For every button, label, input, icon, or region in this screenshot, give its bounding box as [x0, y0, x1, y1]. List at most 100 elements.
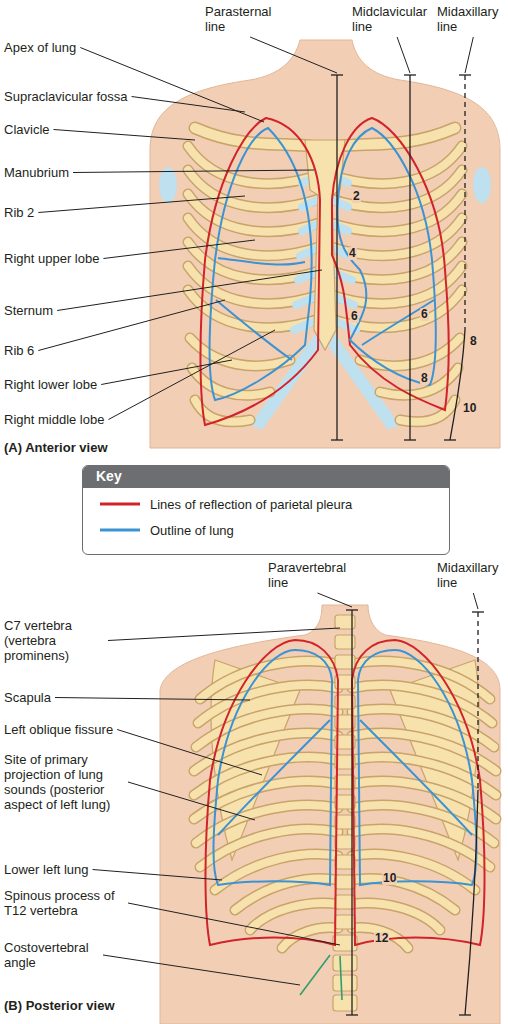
leader-line	[108, 330, 275, 420]
part-label: Supraclavicular fossa	[4, 89, 128, 104]
leader-line	[103, 955, 300, 985]
line-label: Midaxillary line	[437, 4, 503, 34]
torso-skin	[160, 605, 500, 1024]
pleura-outline	[200, 118, 448, 425]
leader-line	[128, 903, 340, 945]
lung-outline	[337, 128, 435, 385]
ribs	[194, 661, 496, 948]
reference-lines	[459, 1014, 471, 1015]
reference-lines	[477, 612, 478, 790]
rib-number: 10	[462, 402, 477, 415]
shoulder-joint	[159, 167, 177, 203]
part-label: Clavicle	[4, 122, 50, 137]
legend-text: Lines of reflection of parietal pleura	[150, 497, 352, 512]
part-label: Scapula	[4, 690, 51, 705]
pleura-outline	[200, 118, 320, 425]
leader-line	[57, 270, 322, 311]
leader-line	[38, 196, 245, 213]
rib-number: 8	[420, 372, 429, 385]
rib-number: 12	[374, 932, 389, 945]
vertebrae	[333, 995, 357, 1011]
legend-header-band	[83, 466, 449, 488]
reference-lines	[459, 74, 471, 75]
reference-lines	[331, 74, 343, 75]
line-label: Midaxillary line	[437, 560, 503, 590]
costovertebral-angle-mark	[300, 955, 330, 995]
part-label: C7 vertebra (vertebra prominens)	[4, 618, 104, 663]
reference-lines	[346, 610, 484, 1015]
part-label: Sternum	[4, 303, 53, 318]
legend-line-sample	[100, 529, 140, 532]
lung-and-pleura-outline	[205, 640, 484, 945]
leader-line	[73, 170, 314, 173]
lung-outline	[362, 300, 434, 345]
view-title: (A) Anterior view	[4, 440, 108, 455]
leader-line	[103, 240, 255, 259]
leader-line	[54, 130, 195, 141]
costovertebral-angle-mark	[340, 956, 342, 1000]
lung-and-pleura-outline	[352, 640, 485, 945]
reference-lines	[404, 74, 416, 75]
leader-line	[117, 730, 262, 776]
reference-lines	[450, 330, 465, 440]
line-label: Paravertebral line	[268, 560, 358, 590]
ribs	[188, 128, 462, 422]
reference-lines	[404, 439, 416, 440]
shoulder-joint	[473, 167, 491, 203]
leader-line	[128, 782, 255, 820]
reference-lines	[346, 609, 358, 610]
lung-outline	[210, 128, 312, 400]
reference-lines	[472, 611, 484, 612]
legend-heading: Key	[96, 468, 122, 484]
leader-line	[108, 628, 340, 641]
legend-line-sample	[100, 503, 140, 506]
part-label: Costovertebral angle	[4, 940, 99, 970]
lung-and-pleura-outline	[205, 640, 338, 945]
leader-line	[132, 97, 245, 113]
reference-lines	[346, 1014, 358, 1015]
leader-line	[93, 870, 222, 881]
part-label: Right upper lobe	[4, 251, 99, 266]
part-label: Site of primary projection of lung sound…	[4, 752, 124, 812]
part-label: Rib 6	[4, 343, 34, 358]
part-label: Rib 2	[4, 205, 34, 220]
leader-line	[250, 37, 337, 73]
lung-outline	[216, 300, 292, 360]
rib-number: 6	[350, 310, 359, 323]
reference-lines	[465, 790, 478, 1015]
legend-text: Outline of lung	[150, 523, 234, 538]
rib-number: 4	[348, 247, 357, 260]
part-label: Spinous process of T12 vertebra	[4, 888, 124, 918]
leader-line	[318, 593, 353, 607]
leader-line	[55, 698, 250, 701]
leader-line	[38, 300, 225, 351]
leader-line	[80, 48, 264, 123]
reference-lines	[351, 610, 352, 1015]
part-label: Right lower lobe	[4, 377, 97, 392]
part-label: Manubrium	[4, 165, 69, 180]
reference-lines	[409, 75, 410, 440]
leader-line	[465, 37, 473, 73]
ribs	[328, 146, 462, 422]
part-label: Lower left lung	[4, 862, 89, 877]
vertebrae	[333, 935, 357, 951]
reference-lines	[464, 75, 465, 330]
leader-line	[397, 37, 410, 73]
leader-line	[473, 593, 478, 609]
lung-outline	[218, 258, 305, 265]
reference-lines	[444, 439, 456, 440]
vertebrae	[333, 975, 357, 991]
part-label: Apex of lung	[4, 40, 76, 55]
torso-skin	[150, 40, 500, 448]
reference-lines	[336, 75, 337, 440]
rib-number: 8	[469, 335, 478, 348]
rib-number: 2	[352, 190, 361, 203]
rib-number: 10	[382, 872, 397, 885]
pleura-outline	[332, 118, 449, 410]
line-label: Midclavicular line	[352, 4, 434, 34]
lung-outline	[210, 128, 436, 400]
part-label: Left oblique fissure	[4, 722, 113, 737]
line-label: Parasternal line	[205, 4, 287, 34]
reference-lines	[331, 439, 343, 440]
